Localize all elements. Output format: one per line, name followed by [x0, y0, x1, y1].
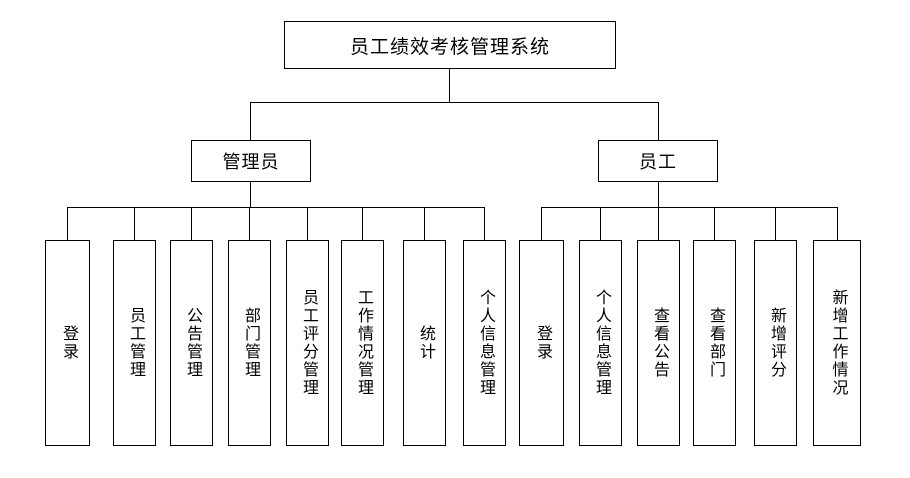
connector-employee-drop-3: [658, 207, 659, 240]
leaf-admin-1-label: 登录: [59, 325, 77, 361]
node-branch-employee: 员工: [598, 140, 718, 182]
node-branch-admin-label: 管理员: [222, 152, 280, 172]
connector-employee-stem: [658, 182, 659, 207]
leaf-employee-2-label: 个人信息管理: [592, 289, 610, 397]
node-root: 员工绩效考核管理系统: [284, 21, 616, 69]
leaf-admin-3: 公告管理: [170, 240, 213, 446]
leaf-employee-4: 查看部门: [693, 240, 736, 446]
node-branch-admin: 管理员: [191, 140, 311, 182]
leaf-admin-4: 部门管理: [228, 240, 271, 446]
connector-root-bus: [250, 102, 659, 103]
leaf-employee-1: 登录: [519, 240, 564, 446]
connector-admin-drop-4: [249, 207, 250, 240]
leaf-employee-4-label: 查看部门: [706, 307, 724, 379]
connector-root-to-admin: [250, 102, 251, 140]
node-branch-employee-label: 员工: [639, 152, 677, 172]
leaf-admin-5: 员工评分管理: [286, 240, 329, 446]
connector-root-stem: [449, 69, 450, 102]
leaf-employee-6-label: 新增工作情况: [829, 289, 847, 397]
connector-admin-drop-7: [424, 207, 425, 240]
leaf-employee-1-label: 登录: [533, 325, 551, 361]
connector-admin-bus: [67, 207, 484, 208]
connector-employee-drop-2: [600, 207, 601, 240]
connector-admin-drop-8: [484, 207, 485, 240]
connector-employee-bus: [541, 207, 837, 208]
leaf-admin-3-label: 公告管理: [183, 307, 201, 379]
leaf-employee-5-label: 新增评分: [767, 307, 785, 379]
leaf-admin-6: 工作情况管理: [341, 240, 384, 446]
connector-admin-drop-3: [191, 207, 192, 240]
connector-admin-drop-1: [67, 207, 68, 240]
leaf-admin-1: 登录: [45, 240, 90, 446]
connector-employee-drop-6: [837, 207, 838, 240]
leaf-employee-5: 新增评分: [754, 240, 797, 446]
leaf-admin-2-label: 员工管理: [126, 307, 144, 379]
connector-admin-stem: [250, 182, 251, 207]
connector-employee-drop-1: [541, 207, 542, 240]
connector-admin-drop-2: [134, 207, 135, 240]
connector-root-to-employee: [658, 102, 659, 140]
connector-admin-drop-6: [362, 207, 363, 240]
leaf-employee-3: 查看公告: [637, 240, 680, 446]
leaf-admin-4-label: 部门管理: [241, 307, 259, 379]
leaf-admin-7-label: 统计: [416, 325, 434, 361]
connector-employee-drop-4: [714, 207, 715, 240]
leaf-employee-6: 新增工作情况: [813, 240, 861, 446]
connector-employee-drop-5: [775, 207, 776, 240]
leaf-admin-6-label: 工作情况管理: [354, 289, 372, 397]
node-root-label: 员工绩效考核管理系统: [349, 36, 550, 58]
leaf-admin-7: 统计: [403, 240, 446, 446]
leaf-employee-2: 个人信息管理: [579, 240, 622, 446]
leaf-admin-8: 个人信息管理: [463, 240, 506, 446]
leaf-employee-3-label: 查看公告: [650, 307, 668, 379]
leaf-admin-5-label: 员工评分管理: [299, 289, 317, 397]
connector-admin-drop-5: [307, 207, 308, 240]
leaf-admin-2: 员工管理: [113, 240, 156, 446]
leaf-admin-8-label: 个人信息管理: [476, 289, 494, 397]
